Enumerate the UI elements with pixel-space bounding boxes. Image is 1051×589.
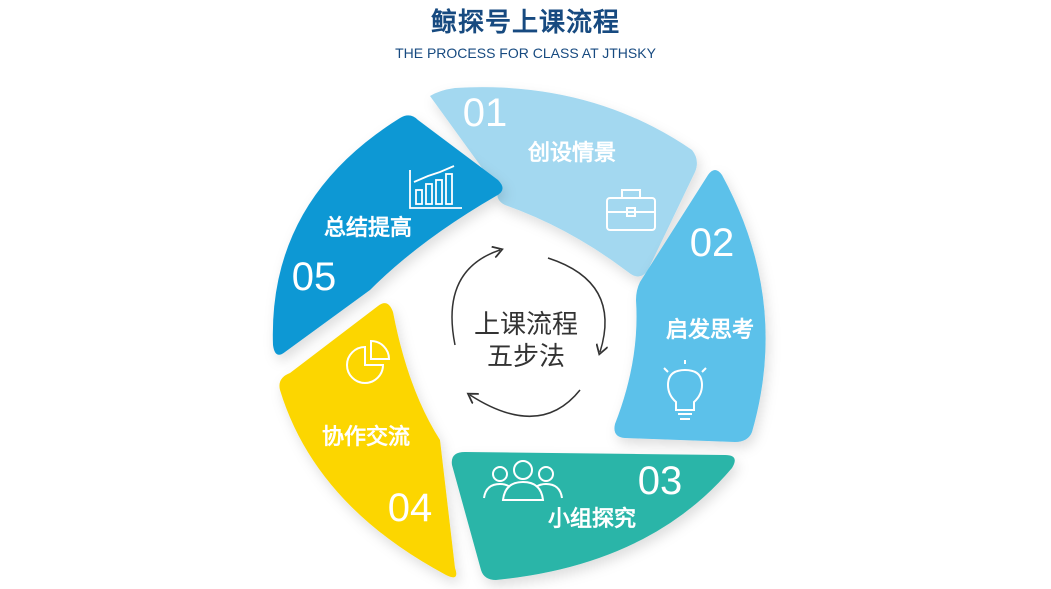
step-03[interactable]: 03 小组探究 — [451, 452, 735, 580]
step-03-segment — [451, 452, 735, 580]
step-05-number: 05 — [292, 255, 337, 299]
group-icon — [483, 460, 563, 501]
step-04[interactable]: 04 协作交流 — [279, 303, 457, 578]
step-02-segment — [614, 170, 766, 442]
cycle-arrow-bottom — [470, 389, 581, 417]
step-03-number: 03 — [638, 459, 683, 503]
center-cycle — [451, 250, 605, 417]
step-02-label: 启发思考 — [666, 317, 754, 343]
page-title: 鲸探号上课流程 — [430, 8, 620, 38]
cycle-arrow-top — [451, 250, 500, 346]
cycle-arrow-right — [547, 257, 605, 352]
step-04-number: 04 — [388, 486, 433, 530]
pie-chart-icon — [346, 339, 391, 384]
step-03-label: 小组探究 — [548, 506, 636, 532]
center-title-line2: 五步法 — [487, 342, 565, 372]
center-title-line1: 上课流程 — [474, 310, 578, 340]
bar-chart-icon — [409, 165, 462, 209]
step-02[interactable]: 02 启发思考 — [614, 170, 766, 442]
briefcase-icon — [606, 189, 656, 231]
step-01[interactable]: 01 创设情景 — [430, 87, 697, 277]
step-04-label: 协作交流 — [322, 424, 410, 450]
step-02-number: 02 — [690, 221, 735, 265]
step-04-segment — [279, 303, 457, 578]
step-05[interactable]: 05 总结提高 — [272, 115, 503, 355]
lightbulb-icon — [663, 360, 707, 420]
step-05-label: 总结提高 — [324, 215, 412, 241]
page-subtitle: THE PROCESS FOR CLASS AT JTHSKY — [395, 45, 656, 61]
step-01-number: 01 — [463, 91, 508, 135]
step-01-label: 创设情景 — [527, 140, 616, 166]
